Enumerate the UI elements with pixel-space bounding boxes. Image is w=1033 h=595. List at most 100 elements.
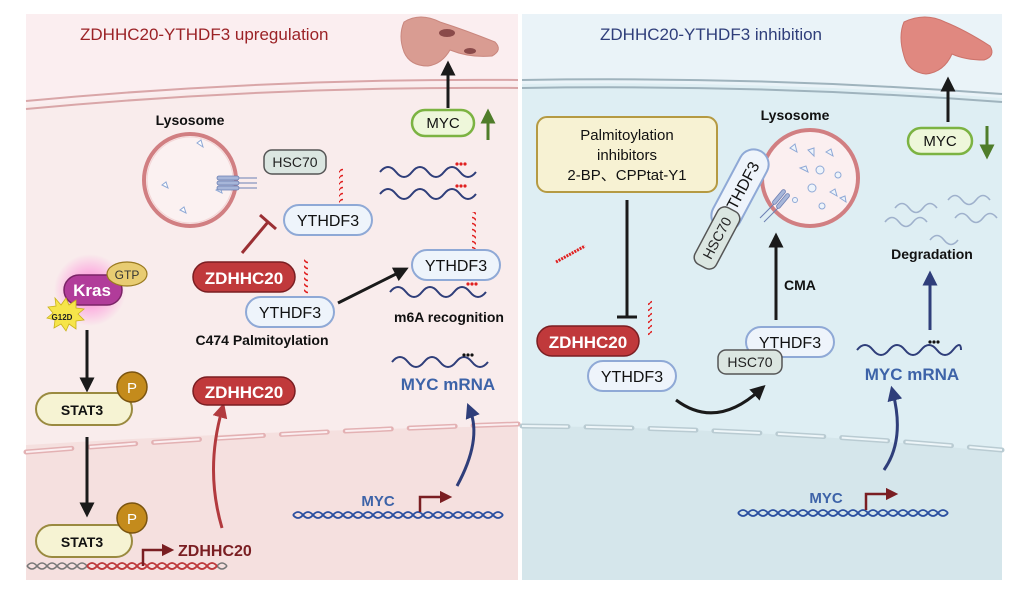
stat3-label-top: STAT3 (61, 402, 103, 418)
myc-protein-node (906, 126, 974, 156)
hsc70-lysosome-shape (693, 206, 741, 270)
right-lysosome-label: Lysosome (761, 107, 830, 123)
mrna-strand (379, 166, 477, 178)
myc-gene-strand (292, 511, 504, 519)
right-nucleus-bg (522, 426, 1002, 580)
gtp-label: GTP (115, 268, 140, 282)
m6a-mark-icon (466, 282, 478, 286)
zdhhc20-complex-node (192, 261, 296, 293)
left-nucleus-bg (26, 426, 518, 580)
myc-mrna-label: MYC mRNA (865, 365, 959, 384)
left-membrane-inner (25, 86, 519, 110)
left-lysosome-label: Lysosome (156, 112, 225, 128)
zdhhc20-expression-arrow (212, 402, 228, 529)
inhibition-line (240, 221, 270, 254)
transcription-start-icon (141, 543, 175, 566)
lamp2a-channel-icon (759, 189, 790, 223)
myc-protein-label: MYC (923, 133, 957, 150)
myc-gene-strand (737, 509, 949, 517)
mrna-strand (389, 286, 487, 298)
healthy-pancreas-icon (900, 16, 993, 75)
phosphate-icon (116, 371, 148, 403)
phosphate-label: P (127, 380, 137, 397)
inhibitor-line3: 2-BP、CPPtat-Y1 (567, 167, 686, 184)
myc-transcription-arrow (455, 403, 480, 487)
palmitate-chain-icon (339, 168, 343, 204)
m6a-mark-icon (462, 353, 474, 357)
mutation-label: G12D (52, 313, 73, 322)
myc-protein-label: MYC (426, 115, 460, 132)
ythdf3-label-bound: YTHDF3 (425, 258, 487, 275)
zdhhc20-complex-label: ZDHHC20 (205, 269, 283, 288)
transcription-start-icon (418, 490, 453, 512)
zdhhc20-protein-label: ZDHHC20 (205, 383, 283, 402)
right-panel-title: ZDHHC20-YTHDF3 inhibition (600, 25, 822, 44)
ythdf3-label-top: YTHDF3 (297, 213, 359, 230)
ythdf3-node (587, 360, 677, 392)
palmitoylation-label: C474 Palmitoylation (195, 332, 328, 348)
inhibitor-line1: Palmitoylation (580, 127, 673, 144)
transcription-start-icon (864, 487, 899, 510)
myc-protein-node (410, 108, 476, 138)
left-panel: ZDHHC20-YTHDF3 upregulation MYC Lysosome… (23, 14, 521, 580)
free-palmitate-icon (555, 244, 586, 264)
right-nuclear-envelope-core (521, 425, 1003, 451)
left-membrane-outer (25, 78, 519, 102)
tumor-spot (439, 29, 455, 37)
lamp2a-channel-icon (216, 175, 257, 191)
right-membrane-inner (521, 86, 1003, 103)
kras-label: Kras (73, 281, 111, 300)
zdhhc20-node (536, 325, 640, 357)
right-panel: ZDHHC20-YTHDF3 inhibition MYC Palmitoyla… (519, 14, 1005, 580)
myc-mrna-strand (856, 344, 962, 356)
stat3-node-bottom (35, 524, 133, 558)
ythdf3-label-palmitoylated: YTHDF3 (259, 305, 321, 322)
myc-mrna-strand (391, 356, 489, 368)
hsc70-node (263, 149, 327, 175)
m6a-recognition-label: m6A recognition (394, 309, 504, 325)
ythdf3-node-top (283, 204, 373, 236)
degraded-protein-fragments (789, 143, 847, 210)
ythdf3-node-palmitoylated (245, 296, 335, 328)
degradation-label: Degradation (891, 246, 973, 262)
cma-recruit-arrow (675, 384, 766, 415)
myc-transcription-arrow (882, 385, 903, 471)
ythdf3-node-bound (411, 249, 501, 281)
myc-gene-strand (292, 511, 504, 519)
mutation-starburst-icon (46, 296, 85, 332)
kras-node (63, 274, 123, 306)
ythdf3-label: YTHDF3 (601, 369, 663, 386)
inhibitor-box (536, 116, 718, 193)
lysosome-content (179, 206, 187, 214)
palmitate-chain-icon (648, 300, 652, 336)
zdhhc20-protein-node (192, 376, 296, 406)
zdhhc20-gene-strand (86, 562, 218, 570)
lysosome-content (196, 139, 204, 149)
myc-gene-label: MYC (809, 490, 843, 507)
zdhhc20-gene-label: ZDHHC20 (178, 543, 252, 560)
palmitate-chain-icon (472, 212, 476, 256)
left-nuclear-envelope-core (25, 423, 519, 453)
right-lysosome (760, 128, 860, 228)
zdhhc20-label: ZDHHC20 (549, 333, 627, 352)
recognition-arrow (337, 267, 409, 305)
hsc70-label: HSC70 (272, 154, 317, 170)
myc-mrna-label: MYC mRNA (401, 375, 495, 394)
zdhhc20-gene-strand (86, 562, 218, 570)
myc-gene-strand (737, 509, 949, 517)
right-membrane-outer (521, 78, 1003, 95)
degraded-mrna-fragments (884, 194, 998, 246)
mrna-strand (379, 188, 477, 200)
hsc70-cma-node (717, 349, 783, 375)
myc-gene-label: MYC (361, 493, 395, 510)
pancreas-icon (400, 16, 499, 67)
left-panel-title: ZDHHC20-YTHDF3 upregulation (80, 25, 328, 44)
palmitate-chain-icon (304, 258, 308, 294)
lysosome-content (161, 181, 169, 189)
stat3-node-top (35, 392, 133, 426)
inhibition-bar (259, 213, 277, 231)
tumor-spot (464, 48, 476, 54)
phosphate-label: P (127, 511, 137, 528)
ythdf3-cma-label: YTHDF3 (759, 335, 821, 352)
